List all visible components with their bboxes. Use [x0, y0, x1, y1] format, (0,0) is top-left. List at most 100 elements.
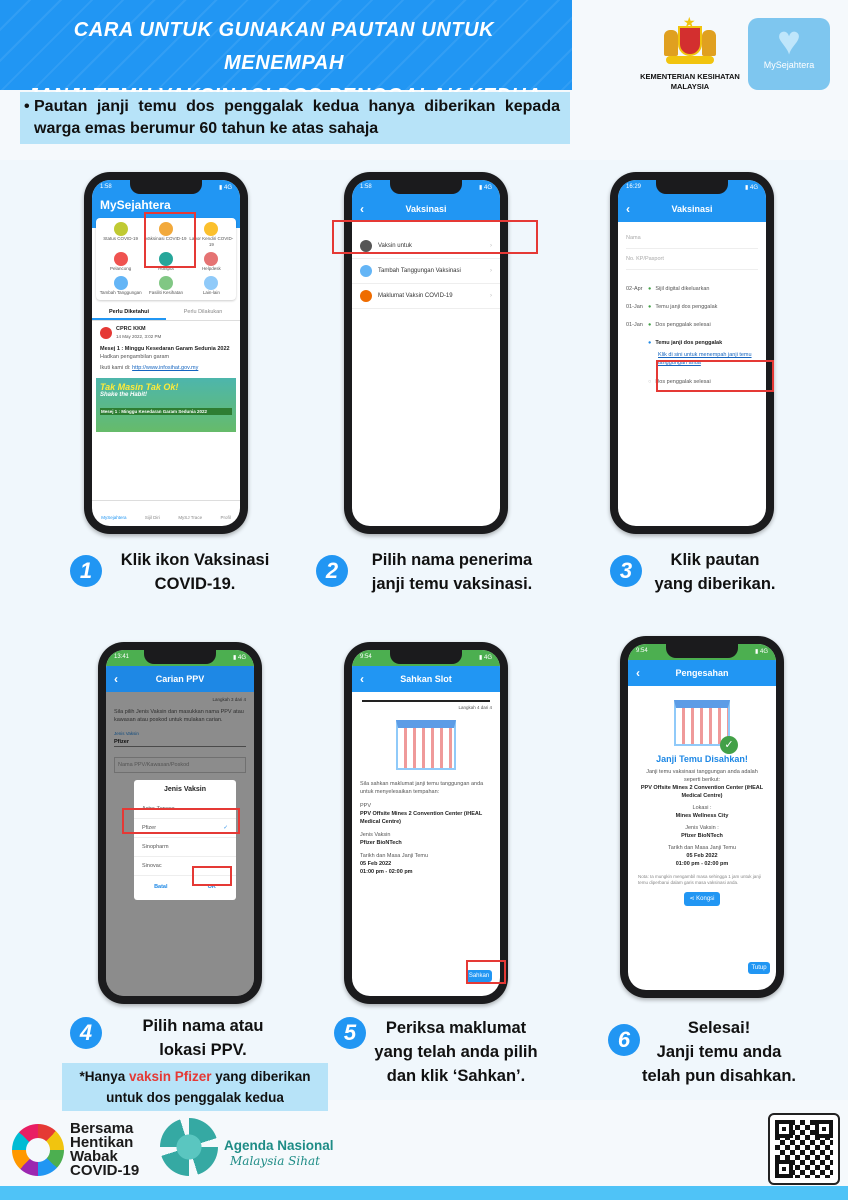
traveller-icon [113, 252, 128, 266]
malaysia-sihat-text: Malaysia Sihat [230, 1154, 320, 1168]
message-link-label: Ikuti kami di: [100, 365, 131, 371]
tab-perlu-diketahui[interactable]: Perlu Diketahui [92, 306, 166, 320]
grid-item-status-covid[interactable]: Status COVID-19 [98, 222, 143, 248]
syringe-icon [158, 222, 173, 236]
booking-link[interactable]: Klik di sini untuk menempah janji temu t… [658, 352, 752, 366]
more-icon [204, 276, 219, 290]
check-icon: ✓ [223, 825, 228, 831]
phone-6-screen: 9:54▮ 4G ‹Pengesahan ✓ Janji Temu Disahk… [628, 644, 776, 990]
vaccine-type-dialog: Jenis Vaksin Astra Zeneca Pfizer✓ Sinoph… [134, 780, 236, 900]
bottom-nav-sijil[interactable]: Sijil Diri [144, 515, 160, 520]
timeline-item: 02-Apr●Sijil digital dikeluarkan [626, 286, 710, 292]
option-pfizer[interactable]: Pfizer✓ [134, 819, 236, 838]
message-date: 14 May 2022, 3:02 PM [116, 334, 162, 339]
vaccine-label: Jenis Vaksin : [685, 825, 719, 831]
bottom-nav-profil[interactable]: Profil [220, 515, 231, 520]
highlight-booking-link [656, 360, 774, 392]
share-button[interactable]: ⋖ Kongsi [684, 892, 720, 906]
page-title-line-1: Cara untuk gunakan pautan untuk menempah [73, 19, 495, 74]
phone-1-screen: 1:58▮ 4G MySejahtera Status COVID-19 Vak… [92, 180, 240, 526]
cprc-avatar [100, 327, 112, 339]
message-body: Hadkan pengambilan garam [100, 354, 170, 360]
pfizer-highlight: vaksin Pfizer [128, 1069, 212, 1084]
note-bullet: • [24, 98, 30, 115]
heart-icon: ♥ [777, 19, 801, 63]
grid-item-helpdesk[interactable]: Helpdesk [189, 252, 234, 272]
calendar-icon [396, 720, 456, 770]
ok-button[interactable]: OK [207, 884, 216, 890]
phone-step-2: 1:58▮ 4G ‹Vaksinasi Vaksin untuk› Tambah… [332, 172, 538, 534]
tab-perlu-dilakukan[interactable]: Perlu Dilakukan [183, 309, 223, 315]
hospital-icon [158, 276, 173, 290]
step-4-number: 4 [70, 1017, 102, 1049]
bottom-nav-home[interactable]: MySejahtera [101, 515, 127, 520]
list-item-vaksin-untuk[interactable]: Vaksin untuk› [352, 234, 500, 259]
check-circle-icon: ● [648, 304, 652, 310]
vaccine-label: Jenis Vaksin [360, 832, 391, 838]
grid-item-fasiliti-kesihatan[interactable]: Fasiliti Kesihatan [143, 276, 188, 296]
vaccine-type-select[interactable]: Pfizer [114, 738, 246, 747]
back-arrow-icon[interactable]: ‹ [626, 202, 630, 216]
add-dependant-icon [360, 265, 372, 277]
share-icon: ⋖ [689, 896, 697, 902]
sahkan-button[interactable]: Sahkan [466, 970, 492, 982]
field-kp-passport: No. KP/Pasport [626, 249, 758, 270]
calendar-check-icon: ✓ [674, 700, 738, 754]
bottom-nav: MySejahtera Sijil Diri MySJ Trace Profil [92, 500, 240, 526]
phone-2-screen: 1:58▮ 4G ‹Vaksinasi Vaksin untuk› Tambah… [352, 180, 500, 526]
highlight-sahkan-button [466, 960, 506, 984]
highlight-ok-button [192, 866, 232, 886]
grid-item-hotspot[interactable]: Hotspot [143, 252, 188, 272]
kkm-logo: ★ KEMENTERIAN KESIHATAN MALAYSIA [640, 14, 740, 96]
vaccine-info-icon [360, 290, 372, 302]
vaccine-type-label: Jenis Vaksin [114, 731, 139, 736]
timeline-item-second-done: ○Dos penggalak selesai [648, 379, 711, 385]
option-sinopharm[interactable]: Sinopharm [134, 838, 236, 857]
datetime-label: Tarikh dan Masa Janji Temu [360, 853, 429, 859]
list-item-maklumat-vaksin[interactable]: Maklumat Vaksin COVID-19› [352, 284, 500, 309]
avatar-icon [360, 240, 372, 252]
header-banner [0, 0, 572, 90]
agenda-nasional-text: Agenda Nasional [224, 1138, 334, 1153]
message-link[interactable]: http://www.infosihat.gov.my [132, 365, 199, 371]
highlight-pfizer-option [122, 808, 240, 834]
list-item-tambah-tanggungan[interactable]: Tambah Tanggungan Vaksinasi› [352, 259, 500, 284]
bottom-nav-trace[interactable]: MySJ Trace [178, 515, 203, 520]
confirmation-footnote: Nota: Ia mungkin mengambil masa sehingga… [638, 874, 761, 885]
grid-item-lain-lain[interactable]: Lain-lain [189, 276, 234, 296]
phone-step-4: 13:41▮ 4G ‹Carian PPV Langkah 3 dari 4 S… [98, 642, 262, 1004]
eligibility-note: • Pautan janji temu dos penggalak kedua … [20, 92, 570, 144]
add-person-icon [113, 276, 128, 290]
salt-campaign-banner: Tak Masin Tak Ok! Shake the Habit! Mesej… [96, 378, 236, 432]
back-arrow-icon[interactable]: ‹ [360, 202, 364, 216]
bersama-hentikan-logo: Bersama Hentikan Wabak COVID-19 [12, 1120, 152, 1180]
field-nama: Nama [626, 228, 758, 249]
grid-item-vaksinasi-covid[interactable]: Vaksinasi COVID-19 [143, 222, 188, 248]
phone-step-5: 9:54▮ 4G ‹Sahkan Slot Langkah 4 dari 4 S… [344, 642, 508, 1004]
ppv-search-input[interactable]: Nama PPV/Kawasan/Poskod [114, 757, 246, 773]
vaccine-value: Pfizer BioNTech [681, 833, 723, 839]
agenda-nasional-logo: Agenda Nasional Malaysia Sihat [160, 1118, 350, 1178]
phone-step-3: 16:29▮ 4G ‹Vaksinasi Nama No. KP/Pasport… [610, 172, 774, 534]
mysejahtera-logo: ♥ MySejahtera [748, 18, 830, 90]
hotspot-icon [158, 252, 173, 266]
check-circle-icon: ● [648, 322, 652, 328]
cancel-button[interactable]: Batal [154, 884, 168, 890]
grid-item-pelancong[interactable]: Pelancong [98, 252, 143, 272]
eligibility-note-text: Pautan janji temu dos penggalak kedua ha… [34, 98, 560, 137]
grid-item-lapor-kendiri[interactable]: Lapor Kendiri COVID-19 [189, 222, 234, 248]
step-3-number: 3 [610, 555, 642, 587]
option-sinovac[interactable]: Sinovac [134, 857, 236, 876]
back-arrow-icon[interactable]: ‹ [636, 666, 640, 680]
kkm-name-line-1: KEMENTERIAN KESIHATAN [640, 72, 740, 81]
empty-circle-icon: ○ [648, 379, 652, 385]
grid-item-tambah-tanggungan[interactable]: Tambah Tanggungan [98, 276, 143, 296]
highlight-vaksinasi-icon [144, 212, 196, 268]
close-button[interactable]: Tutup [748, 962, 770, 974]
lokasi-value: Mines Wellness City [675, 813, 729, 819]
back-arrow-icon[interactable]: ‹ [114, 672, 118, 686]
back-arrow-icon[interactable]: ‹ [360, 672, 364, 686]
